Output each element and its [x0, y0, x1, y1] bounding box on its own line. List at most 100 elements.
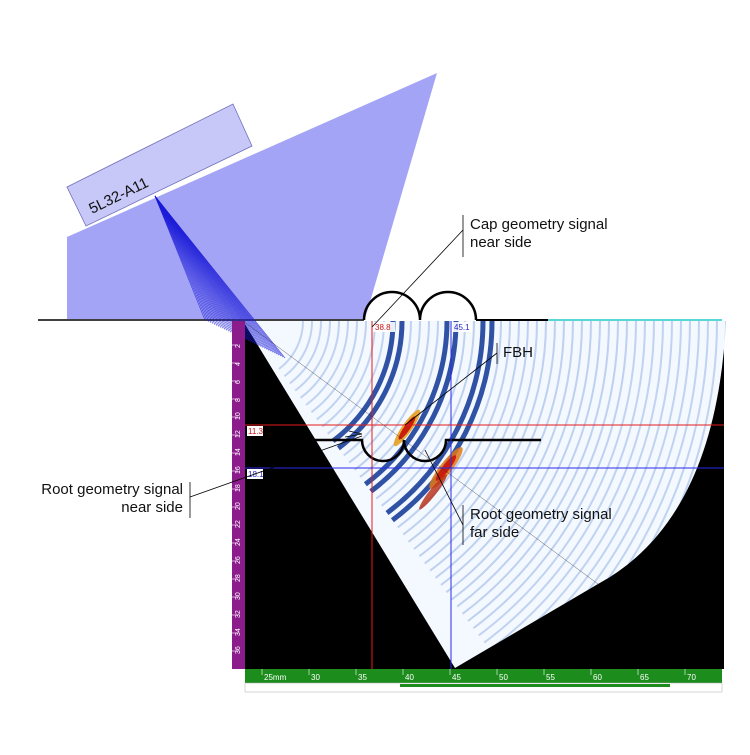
echo-band: [326, 321, 385, 435]
vscale-tick-label: 20: [235, 502, 242, 510]
leader-root-near: [189, 435, 363, 498]
hscale-tick-label: 45: [452, 673, 461, 682]
echo-band: [363, 321, 450, 487]
echo-band: [305, 321, 349, 406]
echo-band: [488, 321, 655, 651]
hscale-tick-label: 70: [687, 673, 696, 682]
echo-band: [434, 321, 565, 579]
echo-band: [331, 321, 396, 443]
wedge: [67, 73, 437, 319]
echo-band: [429, 321, 556, 572]
arrow-root-near: [344, 430, 363, 438]
echo-band: [380, 321, 475, 507]
leader-cap-near: [371, 229, 464, 328]
vscale-tick-label: 12: [235, 430, 242, 438]
scale-ruler-strip: [244, 682, 723, 693]
hscale-tick-label: 55: [546, 673, 555, 682]
ref-cursor-x-tag: [373, 322, 395, 332]
vscale-tick-label: 4: [235, 362, 242, 366]
echo-band: [283, 321, 313, 377]
vscale-tick-label: 10: [235, 412, 242, 420]
weld-cap-profile: [362, 290, 478, 321]
echo-band: [316, 321, 367, 421]
echo-band: [445, 321, 583, 593]
echo-band: [336, 321, 405, 451]
echo-band: [390, 321, 495, 523]
vscale-tick-label: 2: [235, 344, 242, 348]
echo-band: [294, 321, 331, 392]
hscale-tick-label: 60: [593, 673, 602, 682]
vertical-scale[interactable]: [232, 321, 245, 669]
vscale-tick-label: 22: [235, 520, 242, 528]
meas-cursor-x-tag: [452, 322, 472, 332]
leader-root-far: [424, 449, 464, 526]
hscale-tick-label: 35: [358, 673, 367, 682]
annotation-cap-near-line1: Cap geometry signal: [470, 216, 608, 233]
vscale-tick-label: 34: [235, 628, 242, 636]
echo-band: [369, 321, 459, 494]
echo-band: [278, 321, 304, 370]
echo-band: [467, 321, 619, 622]
root-far-signal-tail: [419, 474, 447, 510]
beam-ray: [154, 195, 286, 359]
echo-band: [407, 321, 520, 543]
annotation-root-far: Root geometry signal far side: [470, 506, 612, 542]
vscale-tick-label: 32: [235, 610, 242, 618]
echo-band: [343, 321, 412, 457]
leader-fbh: [404, 352, 498, 426]
annotation-root-far-line2: far side: [470, 524, 520, 541]
echo-band: [451, 321, 592, 601]
ref-cursor-y-value: 11.3: [248, 427, 264, 436]
probe-face: [66, 103, 253, 227]
vscale-tick-label: 16: [235, 466, 242, 474]
echo-band: [299, 321, 340, 399]
vscale-tick-label: 6: [235, 380, 242, 384]
vscale-tick-label: 36: [235, 646, 242, 654]
hscale-tick-label: 30: [311, 673, 320, 682]
meas-cursor-x-value: 45.1: [454, 323, 470, 332]
echo-band: [483, 321, 646, 644]
hscale-tick-label: 50: [499, 673, 508, 682]
annotation-fbh: FBH: [503, 344, 533, 361]
echo-band: [472, 321, 628, 629]
vscale-tick-label: 30: [235, 592, 242, 600]
echo-band: [456, 321, 601, 608]
vscale-tick-label: 14: [235, 448, 242, 456]
annotation-root-near-line1: Root geometry signal: [41, 481, 183, 498]
fbh-signal-core: [398, 416, 416, 440]
meas-cursor-y-value: 18.1: [248, 470, 264, 479]
scale-scroll-indicator[interactable]: [400, 684, 670, 687]
ref-cursor-x-value: 38.8: [375, 323, 391, 332]
echo-band: [424, 321, 547, 565]
echo-band: [440, 321, 574, 586]
echo-band: [375, 321, 466, 500]
echo-band: [359, 321, 439, 478]
hscale-tick-label: 25mm: [264, 673, 287, 682]
horizontal-scale-ticks: 25mm 30 35 40 45 50 55 60 65 70: [261, 669, 696, 682]
hscale-tick-label: 65: [640, 673, 649, 682]
vscale-tick-label: 8: [235, 398, 242, 402]
echo-band: [413, 321, 529, 550]
echo-band: [461, 321, 610, 615]
hscale-tick-label: 40: [405, 673, 414, 682]
ref-cursor-y-tag: [247, 426, 263, 436]
echo-band: [478, 321, 637, 637]
annotation-cap-near-line2: near side: [470, 234, 532, 251]
vscale-tick-label: 24: [235, 538, 242, 546]
beam-path-guide: [242, 320, 599, 585]
beam-fan: [154, 195, 286, 359]
echo-band: [418, 321, 538, 557]
echo-band: [321, 321, 376, 428]
vscale-tick-label: 26: [235, 556, 242, 564]
echo-band: [385, 321, 486, 515]
echo-band: [289, 321, 322, 385]
vscale-tick-label: 28: [235, 574, 242, 582]
annotation-root-near-line2: near side: [121, 499, 183, 516]
annotation-root-far-line1: Root geometry signal: [470, 506, 612, 523]
annotation-root-near: Root geometry signal near side: [0, 481, 183, 517]
annotation-cap-near: Cap geometry signal near side: [470, 216, 608, 252]
horizontal-scale[interactable]: [245, 669, 722, 683]
